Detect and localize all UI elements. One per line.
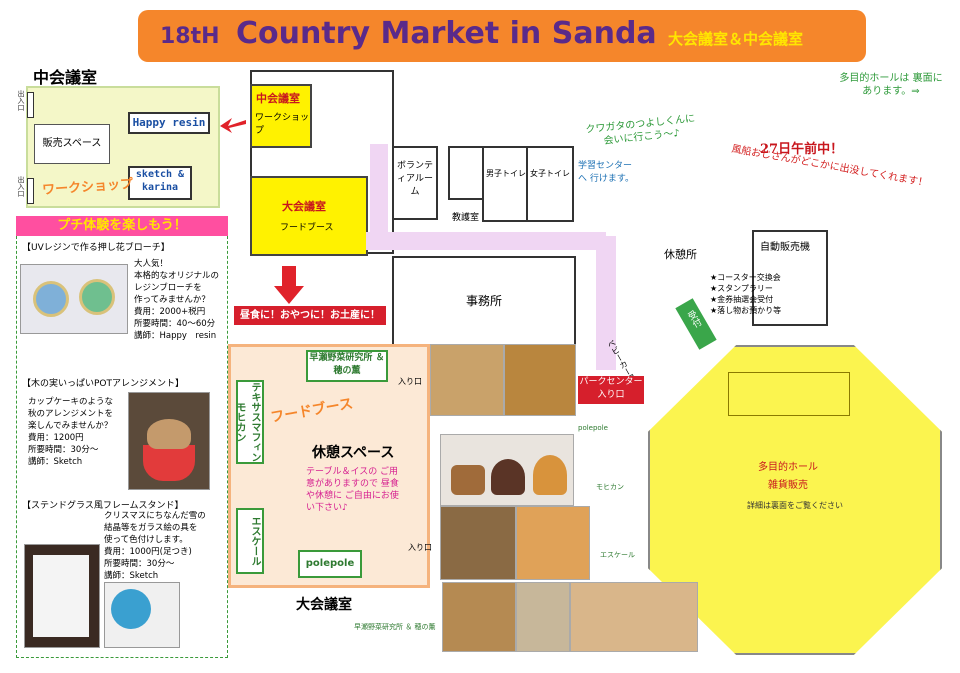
caption-polepole: polepole <box>578 424 608 432</box>
rest-space-label: 休憩スペース <box>312 445 395 461</box>
rest-space-desc: テーブル＆イスの ご用意がありますので 昼食や休憩に ご自由にお使い下さい♪ <box>306 467 399 513</box>
multipurpose-hall <box>648 345 942 655</box>
hall-subtitle: 雑貨販売 <box>768 480 808 491</box>
page-title: Country Market in Sanda <box>236 16 657 51</box>
mens-toilet: 男子トイレ <box>482 146 530 222</box>
caption-escale: エスケール <box>600 551 635 559</box>
hall-back-note: 多目的ホールは 裏面にあります。⇒ <box>839 73 943 97</box>
escale-booth: エスケール <box>236 508 264 574</box>
workshop-1-title: 【UVレジンで作る押し花ブローチ】 <box>22 243 170 253</box>
header-banner <box>138 10 866 62</box>
food-photo-bread <box>516 506 590 580</box>
pot-arrangement-photo <box>128 392 210 490</box>
volunteer-room: ボランティアルーム <box>392 146 438 220</box>
stair-room <box>448 146 486 200</box>
food-photo-buns <box>516 582 570 652</box>
entrance-door <box>27 92 34 118</box>
vending-area: 自動販売機 <box>752 230 828 326</box>
park-center-entrance: パークセンター 入り口 <box>578 376 644 404</box>
rooms-subtitle: 大会議室＆中会議室 <box>668 30 804 48</box>
hall-detail: 詳細は裏面をご覧ください <box>747 501 843 510</box>
workshop-3-details: クリスマスにちなんだ雪の結晶等をガラス絵の具を使って色付けします。費用：1000… <box>104 511 206 581</box>
big-room-map: 大会議室 フードブース <box>250 176 368 256</box>
date-note: 27日午前中！ <box>760 142 844 157</box>
food-photo-muffins <box>440 434 574 506</box>
hall-title: 多目的ホール <box>758 462 818 473</box>
womens-toilet: 女子トイレ <box>526 146 574 222</box>
caption-hayase: 早瀬野菜研究所 ＆ 穂の薫 <box>354 623 436 631</box>
middle-room-title: 中会議室 <box>33 68 98 87</box>
food-photo-jars <box>442 582 516 652</box>
text-muffin-booth: テキサスマフィン モヒカン <box>234 380 264 464</box>
services-list: ★コースター交換会★スタンプラリー★金券抽選会受付★落し物お預かり等 <box>710 273 782 315</box>
entrance-door <box>27 178 34 204</box>
workshop-2-details: カップケーキのような秋のアレンジメントを楽しんでみませんか？費用：1200円所要… <box>28 397 114 467</box>
mid-room-map: 中会議室 ワークショップ <box>250 84 312 148</box>
workshop-2-title: 【木の実いっぱいPOTアレンジメント】 <box>22 379 185 389</box>
entrance-label: 入り口 <box>408 543 432 552</box>
hayase-booth: 早瀬野菜研究所 ＆ 穂の薫 <box>306 350 388 382</box>
food-photo-preserves <box>570 582 698 652</box>
office: 事務所 <box>392 256 576 348</box>
entrance-label: 出入口 <box>17 176 25 197</box>
kuwagata-note: クワガタのつよしくんに 会いに行こう～♪ <box>585 113 696 147</box>
arrow-down-icon <box>274 266 304 304</box>
workshop-3-title: 【ステンドグラス風フレームスタンド】 <box>22 501 184 511</box>
corridor <box>596 236 616 370</box>
caption-mohican: モヒカン <box>596 483 624 491</box>
hall-stage <box>728 372 850 416</box>
frame-photo-1 <box>24 544 100 648</box>
big-room-title: 大会議室 <box>296 597 352 613</box>
happy-resin-booth: Happy resin <box>128 112 210 134</box>
food-photo-quiche <box>504 344 576 416</box>
education-room: 教護室 <box>452 213 480 223</box>
corridor <box>366 232 606 250</box>
workshop-heading: プチ体験を楽しもう！ <box>16 216 228 236</box>
learning-center-note: 学習センターへ 行けます。 <box>578 161 634 184</box>
lunch-banner: 昼食に！おやつに！お土産に！ <box>234 306 386 325</box>
food-photo-cookies <box>430 344 504 416</box>
food-photo-bento <box>440 506 516 580</box>
polepole-booth: polepole <box>298 550 362 578</box>
workshop-1-details: 大人気！本格的なオリジナルのレジンブローチを作ってみませんか？費用：2000+税… <box>134 259 220 341</box>
entrance-label: 出入口 <box>17 90 25 111</box>
edition-label: 18tH <box>160 24 220 49</box>
entrance-label: 入り口 <box>398 377 422 386</box>
brooch-photo <box>20 264 128 334</box>
sales-space: 販売スペース <box>34 124 110 164</box>
sketch-booth: sketch & karina <box>128 166 192 200</box>
arrow-left-icon <box>220 118 246 133</box>
corridor <box>370 144 388 244</box>
frame-photo-2 <box>104 582 180 648</box>
rest-area: 休憩所 <box>664 248 697 261</box>
